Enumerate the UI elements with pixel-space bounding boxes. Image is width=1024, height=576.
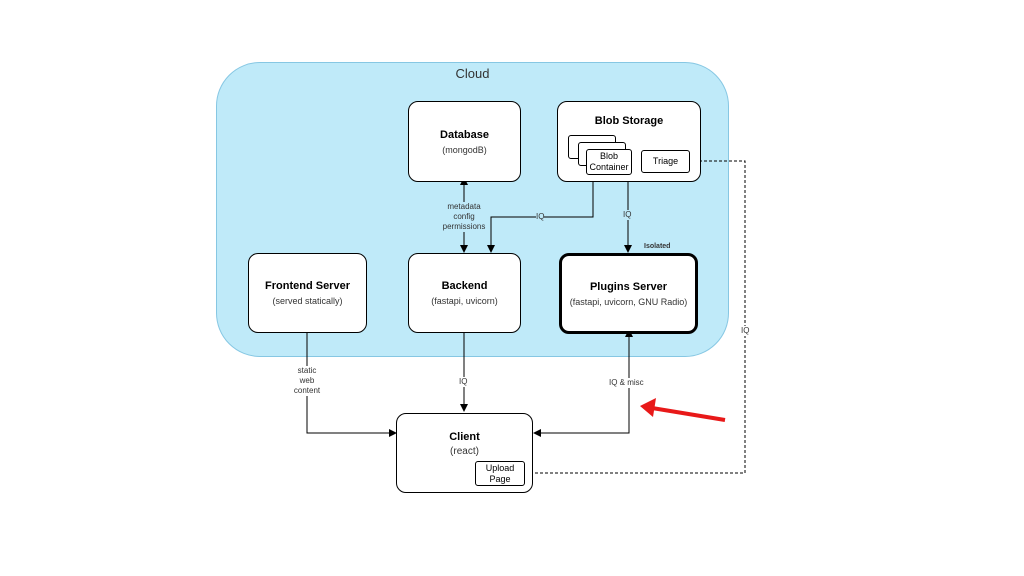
edge-label-static-line-2: web (299, 376, 315, 385)
edge-label-blob-plugins: IQ (623, 210, 632, 220)
backend-title: Backend (441, 280, 488, 292)
backend-subtitle: (fastapi, uvicorn) (431, 296, 498, 306)
edge-label-static-line-1: static (297, 366, 317, 375)
database-node: Database (mongodB) (408, 101, 521, 182)
edge-label-metadata-line-3: permissions (442, 222, 486, 231)
edge-label-plugins-client: IQ & misc (609, 378, 644, 388)
frontend-server-node: Frontend Server (served statically) (248, 253, 367, 333)
upload-page-label-2: Page (489, 473, 511, 484)
frontend-server-subtitle: (served statically) (272, 296, 343, 306)
edge-label-metadata-line-2: config (453, 212, 475, 221)
backend-node: Backend (fastapi, uvicorn) (408, 253, 521, 333)
isolated-badge: Isolated (644, 243, 671, 250)
highlight-arrow (651, 406, 726, 422)
plugins-server-title: Plugins Server (589, 280, 668, 293)
database-title: Database (440, 128, 489, 141)
cloud-title: Cloud (455, 66, 490, 81)
plugins-server-node: Plugins Server (fastapi, uvicorn, GNU Ra… (559, 253, 698, 334)
edge-label-static-content: static web content (290, 366, 324, 396)
blob-storage-title: Blob Storage (594, 115, 664, 127)
edge-label-blob-backend: IQ (536, 212, 545, 222)
database-subtitle: (mongodB) (442, 144, 487, 155)
triage-node: Triage (641, 150, 690, 173)
highlight-arrow-head (640, 398, 656, 417)
edge-label-upload-triage: IQ (741, 326, 750, 336)
client-title: Client (449, 431, 480, 443)
plugins-server-subtitle: (fastapi, uvicorn, GNU Radio) (569, 296, 688, 307)
client-subtitle: (react) (450, 446, 479, 457)
upload-page-node: Upload Page (475, 461, 525, 486)
frontend-server-title: Frontend Server (265, 280, 350, 292)
blob-container-label-2: Container (589, 162, 629, 172)
edge-label-static-line-3: content (293, 386, 321, 395)
edge-label-metadata: metadata config permissions (438, 202, 490, 232)
edge-label-backend-client: IQ (459, 377, 468, 387)
upload-page-label-1: Upload (485, 462, 515, 473)
blob-container-label-1: Blob (599, 151, 618, 161)
triage-label: Triage (652, 156, 679, 166)
blob-container-node: Blob Container (586, 149, 632, 175)
edge-label-metadata-line-1: metadata (447, 202, 481, 211)
